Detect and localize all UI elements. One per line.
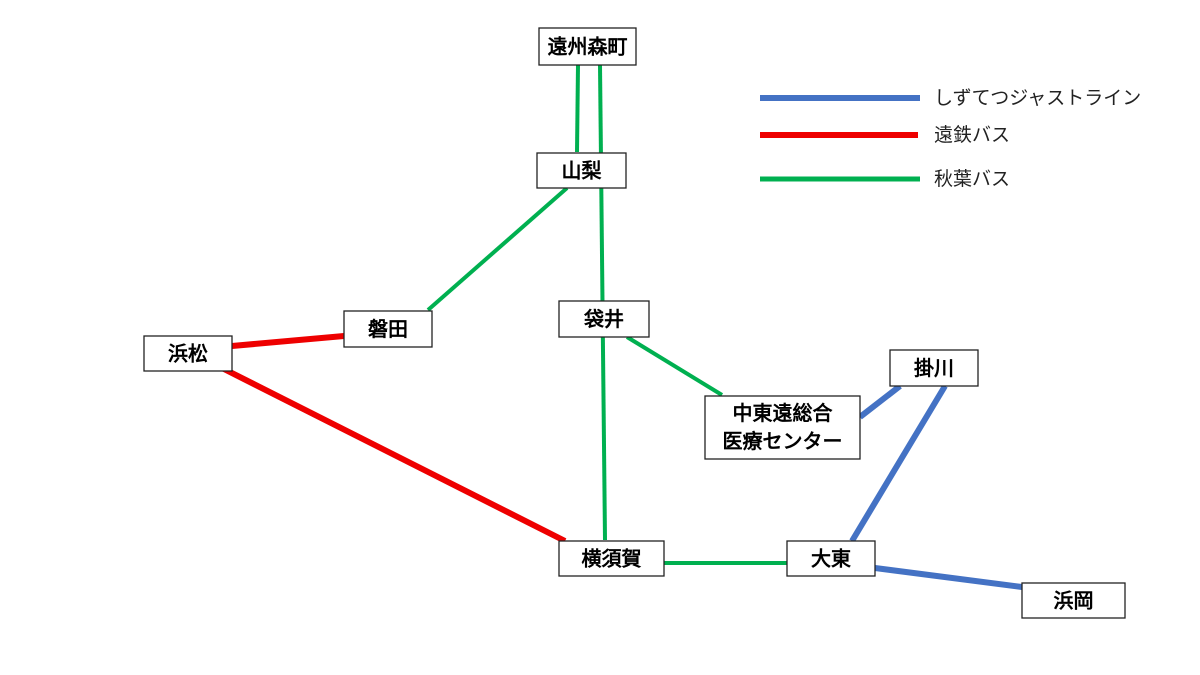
route-akiba-yamanashi-iwata [426,186,569,312]
station-chutoen-medical-center: 中東遠総合 医療センター [704,395,861,460]
station-label-yamanashi: 山梨 [562,159,603,183]
route-lines [220,64,1023,590]
legend-item-akiba: 秋葉バス [760,168,1010,190]
station-label-yokosuka: 横須賀 [582,547,642,571]
station-label-chutoen-line2: 医療センター [723,429,843,453]
stations: 遠州森町 山梨 磐田 浜松 袋井 中東遠総合 医療センター 掛川 [143,27,1126,619]
station-label-kakegawa: 掛川 [914,356,954,380]
legend: しずてつジャストライン 遠鉄バス 秋葉バス [760,87,1141,190]
station-fukuroi: 袋井 [558,300,650,338]
legend-item-entetsu: 遠鉄バス [760,124,1010,146]
station-kakegawa: 掛川 [889,349,979,387]
route-shizutetsu-kakegawa-daito [849,384,948,543]
station-label-iwata: 磐田 [368,317,408,341]
legend-label-shizutetsu: しずてつジャストライン [934,87,1141,109]
station-label-ensyu-morimachi: 遠州森町 [548,35,628,59]
station-yamanashi: 山梨 [536,152,627,189]
station-ensyu-morimachi: 遠州森町 [538,27,637,66]
station-label-daito: 大東 [811,547,851,571]
station-yokosuka: 横須賀 [558,540,665,577]
station-label-fukuroi: 袋井 [583,307,624,331]
station-label-hamamatsu: 浜松 [168,342,208,366]
route-entetsu-hamamatsu-iwata [231,333,345,349]
route-akiba-morimachi-yamanashi-a [575,64,580,153]
route-akiba-fukuroi-chutoen [625,335,724,397]
station-label-chutoen-line1: 中東遠総合 [733,401,834,425]
route-entetsu-hamamatsu-yokosuka [220,365,567,544]
route-shizutetsu-daito-hamaoka [874,565,1023,590]
station-iwata: 磐田 [343,310,433,348]
station-label-hamaoka: 浜岡 [1054,589,1094,613]
legend-label-entetsu: 遠鉄バス [934,124,1010,146]
legend-item-shizutetsu: しずてつジャストライン [760,87,1141,109]
station-hamamatsu: 浜松 [143,335,233,372]
route-shizutetsu-chutoen-kakegawa [858,383,902,420]
station-hamaoka: 浜岡 [1021,582,1126,619]
station-daito: 大東 [786,540,876,577]
legend-label-akiba: 秋葉バス [934,168,1010,190]
